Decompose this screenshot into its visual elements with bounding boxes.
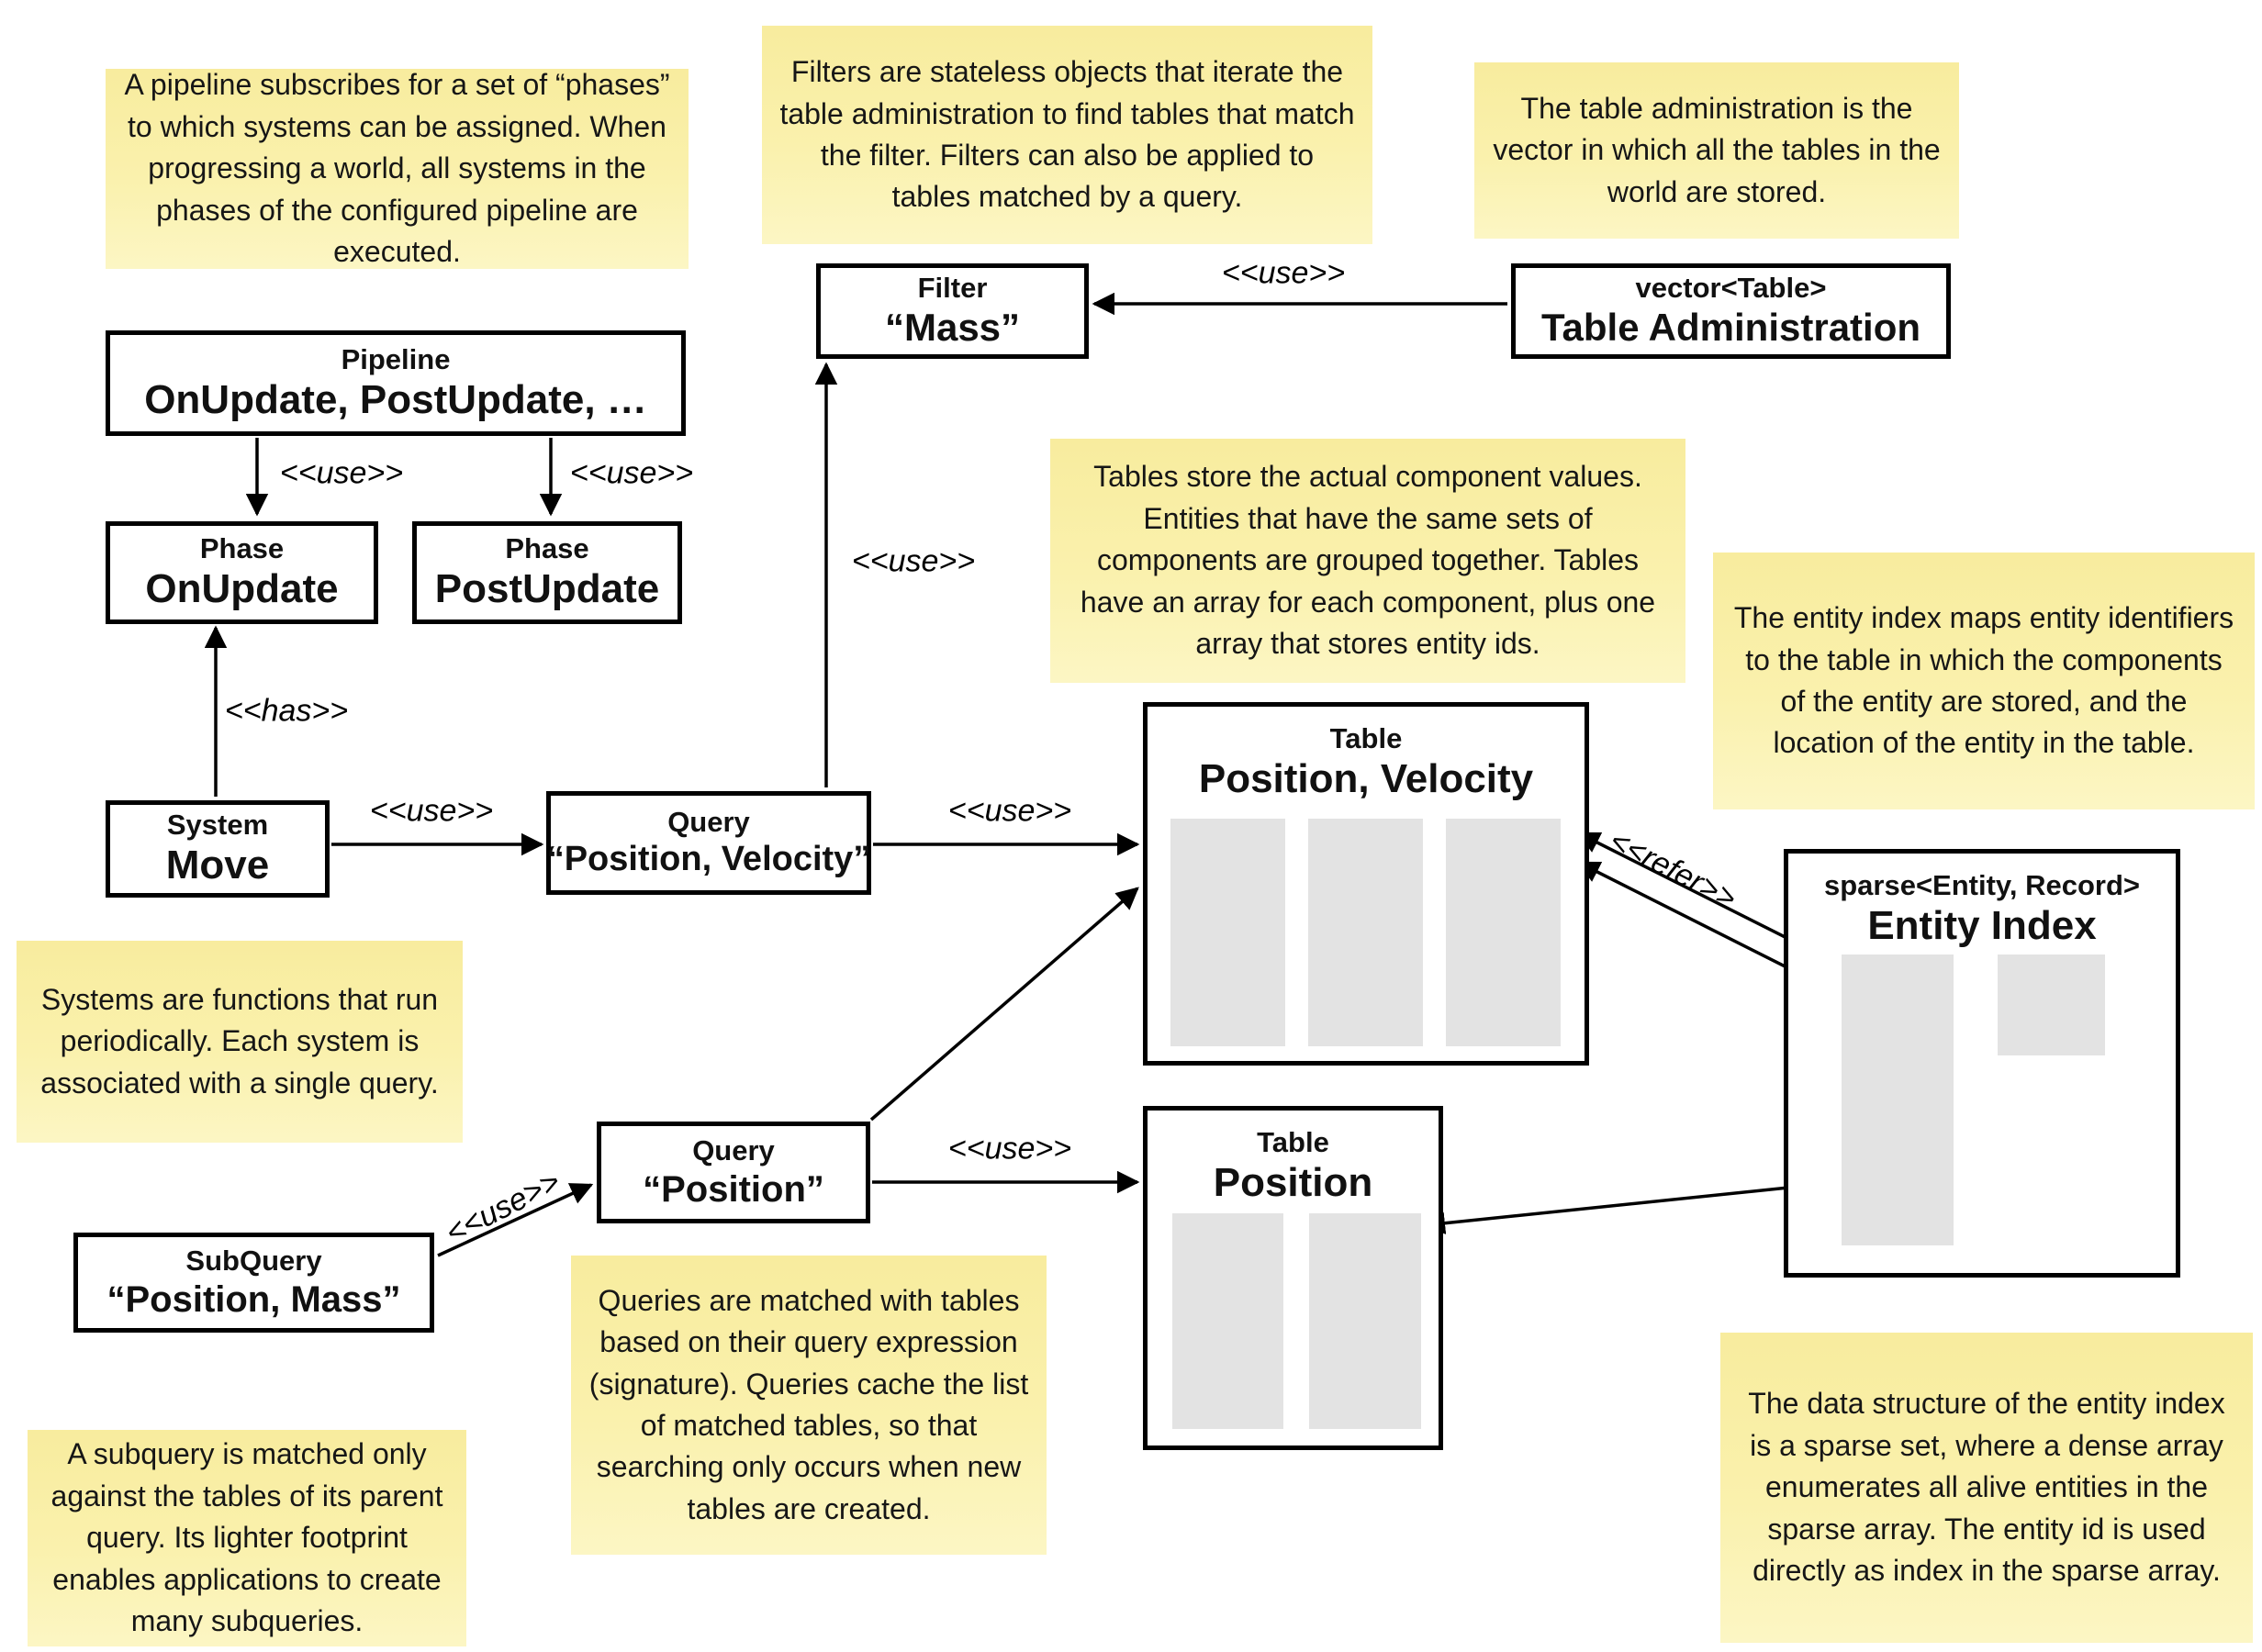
query-pos-box: Query “Position”: [597, 1122, 870, 1223]
note-text: Systems are functions that run periodica…: [40, 982, 439, 1099]
stereotype-use: <<use>>: [851, 543, 976, 579]
table-admin-note: The table administration is the vector i…: [1474, 62, 1959, 239]
component-array-column: [1172, 1213, 1283, 1429]
subquery-note: A subquery is matched only against the t…: [28, 1430, 466, 1646]
component-array-column: [1446, 819, 1561, 1046]
box-title: Query: [692, 1133, 775, 1166]
note-text: The entity index maps entity identifiers…: [1733, 601, 2234, 760]
box-name: Position, Velocity: [1198, 756, 1534, 802]
box-title: Table: [1329, 722, 1403, 754]
stereotype-use: <<use>>: [1221, 255, 1346, 291]
box-name: “Position, Mass”: [106, 1279, 401, 1321]
box-title: System: [166, 809, 269, 841]
box-title: vector<Table>: [1635, 272, 1827, 305]
table-pos-vel-box: Table Position, Velocity: [1143, 702, 1589, 1066]
box-title: sparse<Entity, Record>: [1823, 869, 2140, 901]
pipeline-box: Pipeline OnUpdate, PostUpdate, …: [106, 330, 686, 436]
entity-index-note: The entity index maps entity identifiers…: [1713, 553, 2255, 809]
filters-note: Filters are stateless objects that itera…: [762, 26, 1372, 244]
box-title: Pipeline: [341, 342, 451, 375]
box-name: OnUpdate: [145, 566, 339, 612]
table-admin-box: vector<Table> Table Administration: [1511, 263, 1951, 359]
stereotype-use: <<use>>: [947, 1131, 1072, 1166]
note-text: Filters are stateless objects that itera…: [779, 55, 1355, 214]
box-name: “Position”: [643, 1169, 824, 1211]
phase-onupdate-box: Phase OnUpdate: [106, 521, 378, 624]
queries-note: Queries are matched with tables based on…: [571, 1256, 1047, 1555]
query-pos-vel-box: Query “Position, Velocity”: [546, 791, 871, 895]
box-name: Entity Index: [1867, 903, 2097, 949]
stereotype-refer: <<refer>>: [1604, 822, 1742, 917]
box-name: “Position, Velocity”: [546, 840, 871, 879]
note-text: A pipeline subscribes for a set of “phas…: [124, 68, 670, 269]
box-title: Table: [1257, 1126, 1329, 1158]
stereotype-use: <<use>>: [440, 1164, 566, 1251]
tables-note: Tables store the actual component values…: [1050, 439, 1685, 683]
box-name: PostUpdate: [434, 566, 660, 612]
entity-index-box: sparse<Entity, Record> Entity Index: [1784, 849, 2180, 1278]
component-array-column: [1309, 1213, 1421, 1429]
stereotype-use: <<use>>: [569, 455, 694, 491]
box-name: Position: [1213, 1160, 1373, 1206]
note-text: Queries are matched with tables based on…: [588, 1283, 1029, 1525]
box-name: “Mass”: [884, 306, 1021, 350]
edge-index-tablepos: [1422, 1180, 1842, 1234]
stereotype-use: <<use>>: [369, 793, 494, 829]
stereotype-use: <<use>>: [947, 793, 1072, 829]
box-title: SubQuery: [185, 1244, 322, 1277]
sparse-array-column: [1842, 954, 1954, 1245]
pipeline-note: A pipeline subscribes for a set of “phas…: [106, 68, 689, 269]
sparse-note: The data structure of the entity index i…: [1720, 1333, 2253, 1643]
edge-querypos-tablepv: [869, 887, 1139, 1122]
box-name: Table Administration: [1540, 306, 1921, 350]
note-text: A subquery is matched only against the t…: [50, 1437, 443, 1638]
box-name: Move: [165, 843, 270, 888]
note-text: Tables store the actual component values…: [1080, 460, 1656, 661]
box-title: Phase: [199, 532, 285, 564]
note-text: The table administration is the vector i…: [1493, 91, 1941, 208]
box-name: OnUpdate, PostUpdate, …: [144, 376, 647, 422]
phase-postupdate-box: Phase PostUpdate: [412, 521, 682, 624]
note-text: The data structure of the entity index i…: [1748, 1387, 2225, 1588]
box-title: Query: [667, 806, 750, 839]
box-title: Phase: [505, 532, 589, 564]
dense-array-block: [1998, 954, 2105, 1055]
subquery-box: SubQuery “Position, Mass”: [73, 1233, 434, 1333]
stereotype-has: <<has>>: [224, 693, 349, 729]
stereotype-use: <<use>>: [279, 455, 404, 491]
box-title: Filter: [917, 272, 988, 305]
component-array-column: [1308, 819, 1423, 1046]
table-pos-box: Table Position: [1143, 1106, 1443, 1450]
filter-mass-box: Filter “Mass”: [816, 263, 1089, 359]
component-array-column: [1170, 819, 1285, 1046]
system-move-box: System Move: [106, 800, 330, 898]
systems-note: Systems are functions that run periodica…: [17, 941, 463, 1143]
